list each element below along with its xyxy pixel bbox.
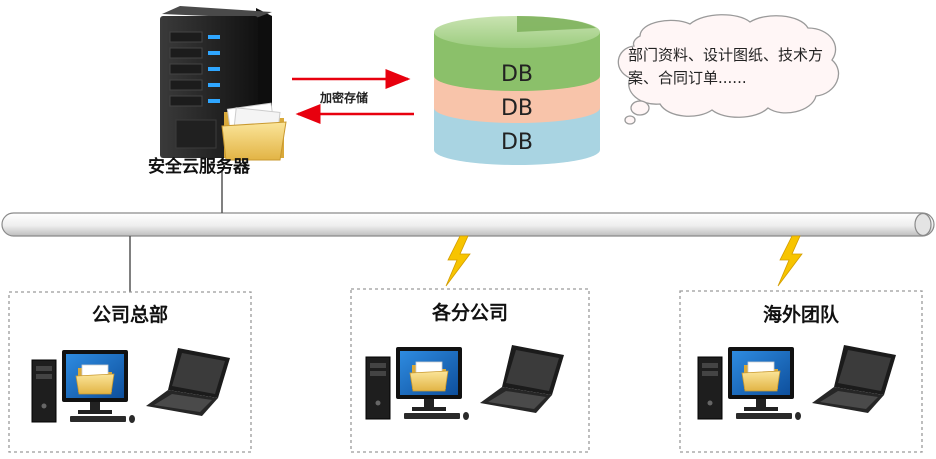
group-title-branch: 各分公司 <box>431 302 508 324</box>
server-label: 安全云服务器 <box>148 157 250 177</box>
group-title-overseas: 海外团队 <box>762 304 839 326</box>
group-box-branch <box>350 288 590 453</box>
lightning-icon <box>445 235 471 287</box>
mouse-icon <box>463 412 469 420</box>
monitor-icon <box>62 350 128 414</box>
db-layer-label: DB <box>500 62 534 87</box>
laptop-icon <box>480 345 564 413</box>
keyboard-icon <box>736 413 792 419</box>
mouse-icon <box>795 412 801 420</box>
encrypt-arrows <box>292 69 414 124</box>
laptop-icon <box>812 345 896 413</box>
keyboard-icon <box>70 416 126 422</box>
cloud-callout <box>617 14 840 125</box>
group-title-hq: 公司总部 <box>91 304 168 326</box>
db-layer-label: DB <box>500 130 534 155</box>
folder-icon <box>741 361 781 392</box>
mouse-icon <box>129 415 135 423</box>
desktop-tower-icon <box>31 359 57 423</box>
db-layer-1 <box>434 32 600 91</box>
db-layer-label: DB <box>500 96 534 121</box>
folder-icon <box>409 361 449 392</box>
callout-text: 部门资料、设计图纸、技术方案、合同订单...... <box>628 46 824 87</box>
laptop-icon <box>146 348 230 416</box>
monitor-icon <box>396 347 462 411</box>
db-layer-3 <box>434 108 600 165</box>
monitor-icon <box>728 347 794 411</box>
desktop-tower-icon <box>697 356 723 420</box>
encrypt-storage-label: 加密存储 <box>320 91 369 105</box>
keyboard-icon <box>404 413 460 419</box>
network-bus <box>1 212 935 237</box>
computer-set <box>31 348 230 423</box>
desktop-tower-icon <box>365 356 391 420</box>
folder-icon <box>75 364 115 395</box>
database-stack <box>434 16 600 165</box>
computer-set <box>697 345 896 420</box>
group-box-hq <box>8 291 252 453</box>
group-box-overseas <box>679 290 923 453</box>
computer-set <box>365 345 564 420</box>
lightning-icon <box>777 235 803 287</box>
folder-icon <box>221 102 287 161</box>
